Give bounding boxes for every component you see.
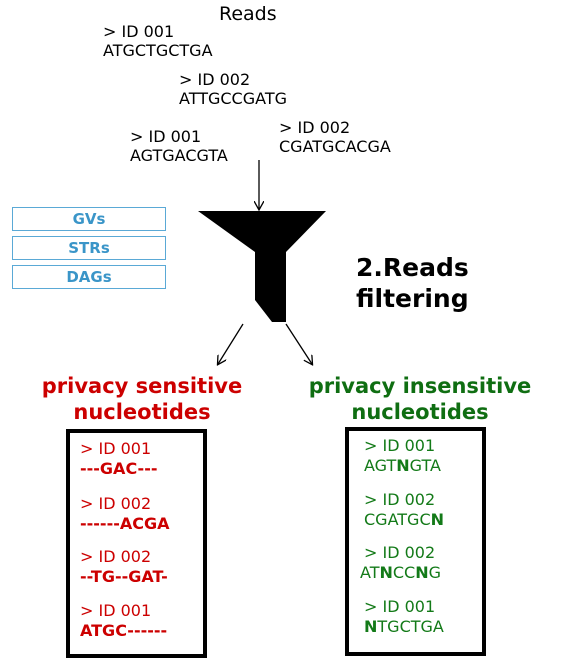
- read-sequence: ATGCTGCTGA: [103, 41, 213, 60]
- insensitive-entry: > ID 001 NTGCTGA: [364, 597, 444, 637]
- sensitive-entry: > ID 002 --TG--GAT-: [80, 547, 168, 587]
- read-id: > ID 001: [130, 127, 202, 146]
- entry-id: > ID 001: [80, 439, 152, 458]
- entry-sequence: NTGCTGA: [364, 617, 444, 636]
- insensitive-entry: > ID 002 ATNCCNG: [360, 543, 441, 583]
- sensitive-heading-line1: privacy sensitive: [41, 374, 243, 398]
- read-sequence: ATTGCCGATG: [179, 89, 287, 108]
- read-id: > ID 002: [179, 70, 251, 89]
- step-label-line1: 2.Reads: [356, 253, 469, 282]
- entry-sequence: ATNCCNG: [360, 563, 442, 582]
- filter-tag-strs: STRs: [12, 236, 166, 260]
- read-2: > ID 002 ATTGCCGATG: [179, 70, 287, 108]
- sensitive-entry: > ID 001 ---GAC---: [80, 439, 157, 479]
- entry-id: > ID 001: [80, 601, 152, 620]
- page-title: Reads: [219, 3, 277, 25]
- insensitive-box: [345, 427, 486, 656]
- read-1: > ID 001 ATGCTGCTGA: [103, 22, 213, 60]
- read-id: > ID 002: [279, 118, 351, 137]
- entry-id: > ID 002: [364, 490, 436, 509]
- entry-id: > ID 001: [364, 597, 436, 616]
- funnel-icon: [198, 211, 326, 322]
- sensitive-heading: privacy sensitive nucleotides: [14, 373, 270, 425]
- entry-sequence: ---GAC---: [80, 459, 158, 478]
- arrow-right-down-icon: [285, 323, 312, 364]
- insensitive-heading: privacy insensitive nucleotides: [284, 373, 556, 425]
- insensitive-entry: > ID 001 AGTNGTA: [364, 436, 441, 476]
- read-4: > ID 002 CGATGCACGA: [279, 118, 391, 156]
- read-id: > ID 001: [103, 22, 175, 41]
- step-label: 2.Reads filtering: [356, 252, 469, 314]
- insensitive-heading-line1: privacy insensitive: [308, 374, 532, 398]
- entry-id: > ID 002: [80, 494, 152, 513]
- entry-sequence: AGTNGTA: [364, 456, 441, 475]
- entry-sequence: ------ACGA: [80, 514, 170, 533]
- entry-id: > ID 001: [364, 436, 436, 455]
- arrow-left-down-icon: [218, 323, 244, 364]
- entry-sequence: --TG--GAT-: [80, 567, 168, 586]
- entry-sequence: CGATGCN: [364, 510, 445, 529]
- sensitive-box: [66, 429, 207, 658]
- read-3: > ID 001 AGTGACGTA: [130, 127, 228, 165]
- entry-sequence: ATGC------: [80, 621, 168, 640]
- insensitive-entry: > ID 002 CGATGCN: [364, 490, 444, 530]
- sensitive-entry: > ID 001 ATGC------: [80, 601, 167, 641]
- insensitive-heading-line2: nucleotides: [351, 400, 489, 424]
- entry-id: > ID 002: [364, 543, 436, 562]
- sensitive-heading-line2: nucleotides: [73, 400, 211, 424]
- read-sequence: CGATGCACGA: [279, 137, 391, 156]
- filter-tag-gvs: GVs: [12, 207, 166, 231]
- read-sequence: AGTGACGTA: [130, 146, 228, 165]
- entry-id: > ID 002: [80, 547, 152, 566]
- sensitive-entry: > ID 002 ------ACGA: [80, 494, 169, 534]
- step-label-line2: filtering: [356, 284, 469, 313]
- filter-tag-dags: DAGs: [12, 265, 166, 289]
